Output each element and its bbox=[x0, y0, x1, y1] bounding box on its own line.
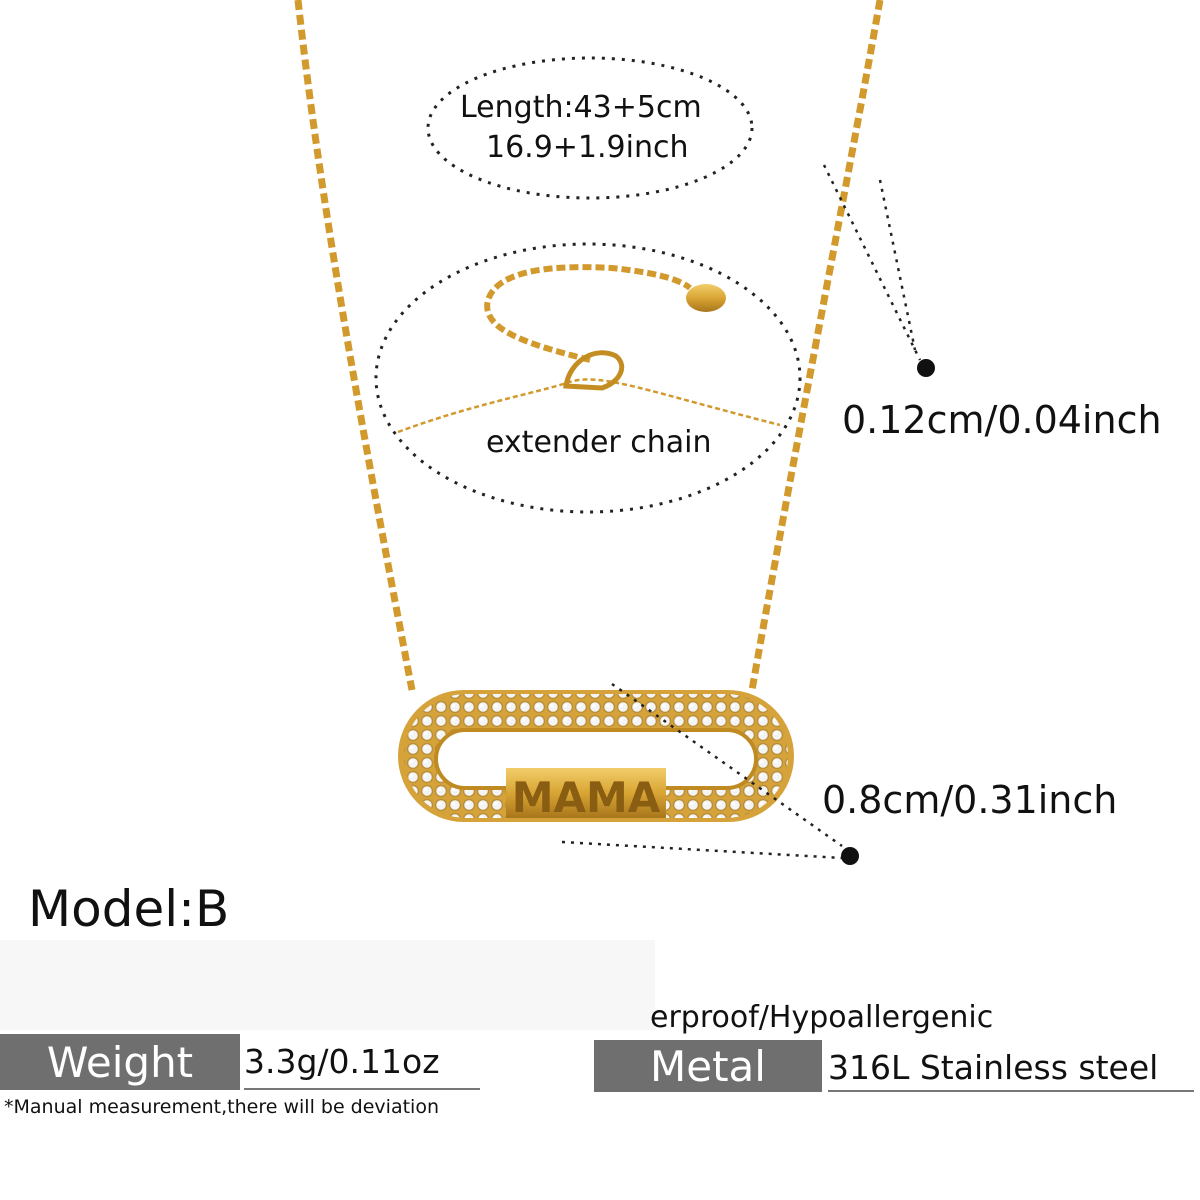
thickness-label: 0.12cm/0.04inch bbox=[842, 398, 1162, 442]
extender-callout bbox=[374, 242, 802, 514]
extender-loop bbox=[484, 264, 692, 363]
extender-links bbox=[397, 378, 781, 434]
model-label: Model:B bbox=[28, 880, 230, 938]
weight-tag: Weight bbox=[0, 1034, 240, 1090]
metal-value: 316L Stainless steel bbox=[828, 1048, 1194, 1092]
pendant-text: MAMA bbox=[512, 773, 661, 822]
length-callout bbox=[426, 56, 754, 200]
length-inch-label: 16.9+1.9inch bbox=[486, 130, 689, 165]
chain-right bbox=[748, 0, 884, 691]
measurement-note: *Manual measurement,there will be deviat… bbox=[4, 1096, 439, 1118]
thickness-marker bbox=[917, 359, 935, 377]
pendant-height-label: 0.8cm/0.31inch bbox=[822, 778, 1118, 822]
properties-label: erproof/Hypoallergenic bbox=[650, 1000, 994, 1035]
weight-value: 3.3g/0.11oz bbox=[244, 1042, 480, 1090]
chain-left bbox=[294, 0, 416, 691]
height-marker bbox=[841, 847, 859, 865]
lobster-clasp bbox=[563, 350, 625, 391]
faded-banner bbox=[0, 940, 655, 1030]
pendant bbox=[398, 690, 794, 822]
length-label: Length:43+5cm bbox=[460, 90, 702, 125]
metal-tag: Metal bbox=[594, 1040, 822, 1092]
extender-label: extender chain bbox=[486, 425, 712, 460]
extender-tag bbox=[686, 284, 726, 312]
